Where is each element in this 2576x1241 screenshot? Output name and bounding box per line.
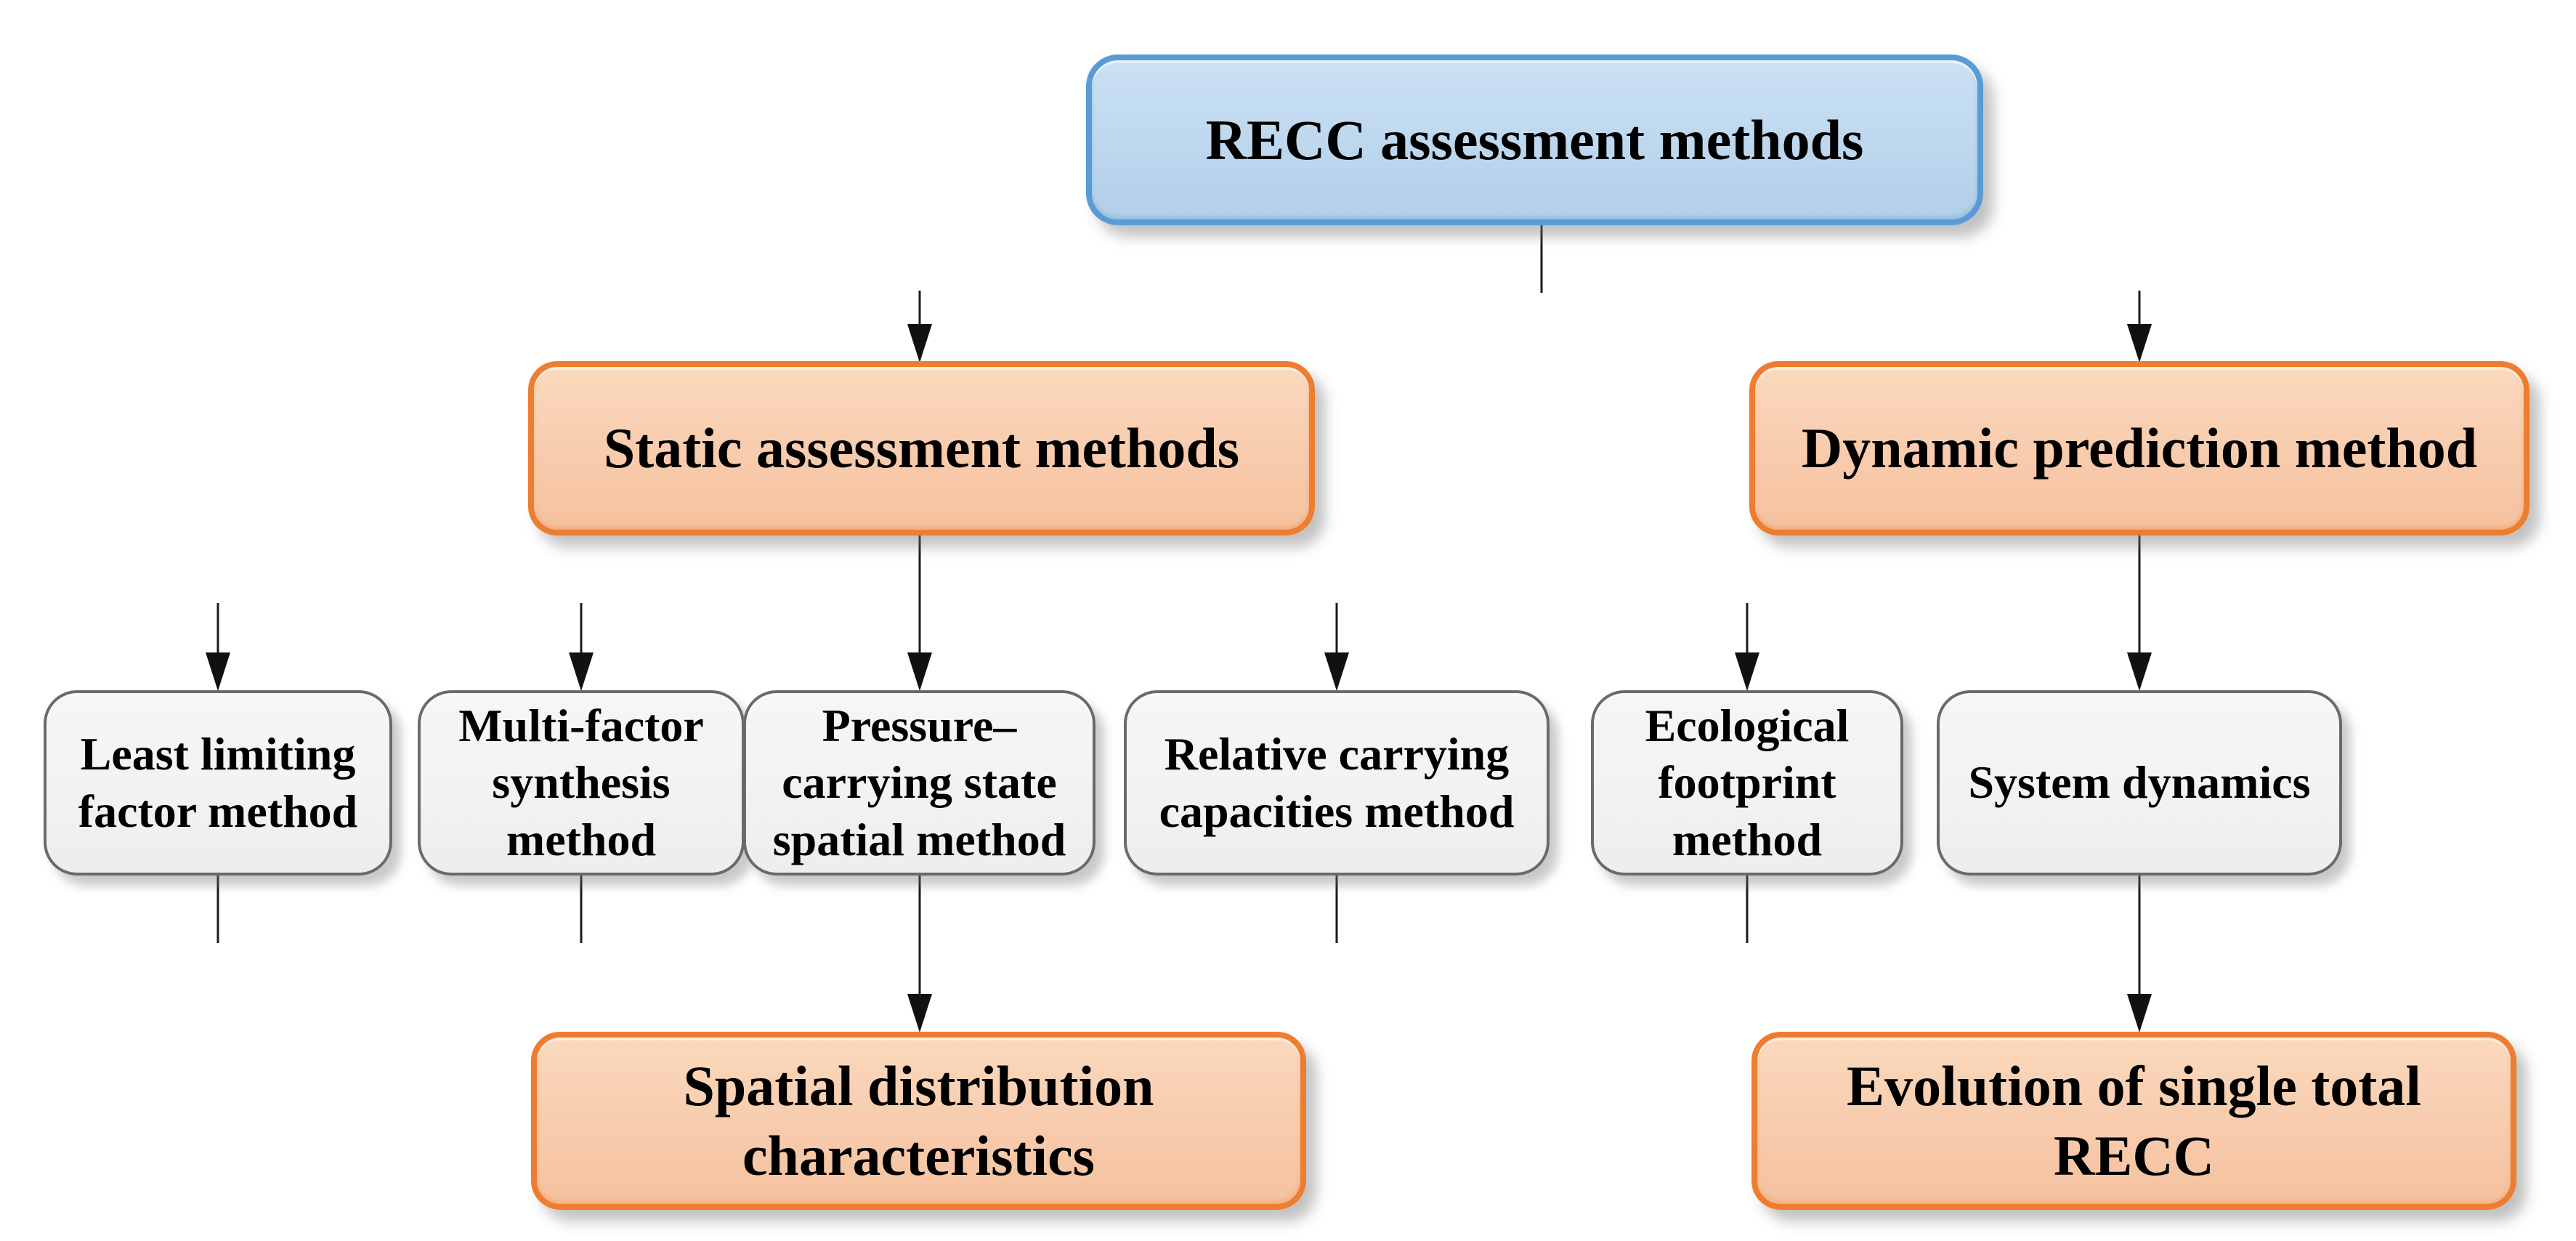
- node-least-limiting-factor-method: Least limiting factor method: [44, 690, 392, 876]
- node-ecological-footprint-method: Ecological footprint method: [1591, 690, 1903, 876]
- node-label: Multi-factor synthesis method: [458, 700, 704, 865]
- node-system-dynamics: System dynamics: [1937, 690, 2342, 876]
- arrowhead-to-dynamic: [2127, 324, 2152, 363]
- arrowhead-to-pressure-carrying: [907, 652, 932, 691]
- node-label: Pressure– carrying state spatial method: [772, 700, 1066, 865]
- node-label: Least limiting factor method: [78, 728, 358, 837]
- arrowhead-to-static: [907, 324, 932, 363]
- node-pressure-carrying-state-spatial-method: Pressure– carrying state spatial method: [743, 690, 1095, 876]
- node-evolution-of-single-total-recc: Evolution of single total RECC: [1751, 1032, 2516, 1210]
- arrowhead-to-spatial-distribution: [907, 994, 932, 1032]
- node-static-assessment-methods: Static assessment methods: [528, 361, 1315, 535]
- node-label: RECC assessment methods: [1205, 108, 1864, 171]
- node-spatial-distribution-characteristics: Spatial distribution characteristics: [531, 1032, 1306, 1210]
- arrowhead-to-relative-carrying: [1324, 652, 1349, 691]
- node-label: System dynamics: [1968, 756, 2311, 809]
- node-label: Spatial distribution characteristics: [683, 1054, 1154, 1187]
- arrowhead-to-multi-factor: [569, 652, 594, 691]
- node-label: Relative carrying capacities method: [1159, 728, 1515, 837]
- node-label: Static assessment methods: [603, 416, 1240, 480]
- node-dynamic-prediction-method: Dynamic prediction method: [1749, 361, 2530, 535]
- node-relative-carrying-capacities-method: Relative carrying capacities method: [1124, 690, 1550, 876]
- arrowhead-to-least-limiting: [206, 652, 230, 691]
- node-recc-assessment-methods: RECC assessment methods: [1086, 54, 1983, 225]
- node-multi-factor-synthesis-method: Multi-factor synthesis method: [418, 690, 745, 876]
- node-label: Evolution of single total RECC: [1847, 1054, 2421, 1187]
- arrowhead-to-system-dynamics: [2127, 652, 2152, 691]
- node-label: Ecological footprint method: [1645, 700, 1850, 865]
- arrowhead-to-evolution: [2127, 994, 2152, 1032]
- node-label: Dynamic prediction method: [1801, 416, 2478, 480]
- arrowhead-to-ecological-footprint: [1735, 652, 1759, 691]
